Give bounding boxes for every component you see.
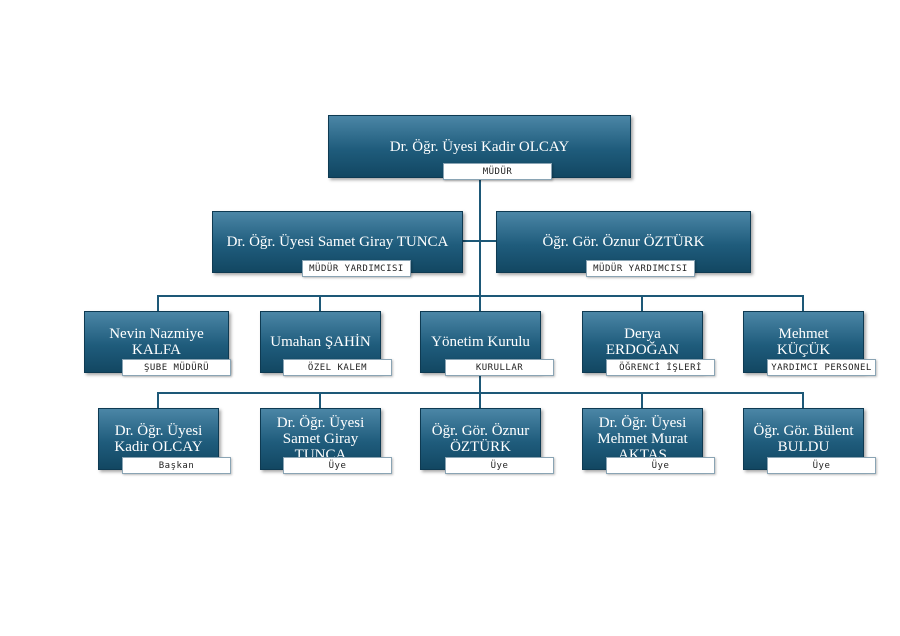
director-role: MÜDÜR — [443, 163, 552, 180]
connector-deputies — [462, 240, 496, 242]
board-role-4: Üye — [767, 457, 876, 474]
deputy-name-0: Dr. Öğr. Üyesi Samet Giray TUNCA — [226, 234, 449, 250]
board-name-2: Öğr. Gör. Öznur ÖZTÜRK — [431, 423, 530, 455]
board-name-4: Öğr. Gör. Bülent BULDU — [753, 423, 854, 455]
connector-unit-2 — [479, 295, 481, 311]
board-name-1: Dr. Öğr. Üyesi Samet Giray TUNCA — [276, 415, 365, 463]
director-box: Dr. Öğr. Üyesi Kadir OLCAY — [328, 115, 631, 178]
unit-name-3: Derya ERDOĞAN — [605, 326, 680, 358]
connector-trunk — [479, 178, 481, 390]
unit-role-3: ÖĞRENCİ İŞLERİ — [606, 359, 715, 376]
connector-board-3 — [641, 392, 643, 408]
deputy-name-1: Öğr. Gör. Öznur ÖZTÜRK — [542, 234, 705, 250]
connector-board-1 — [319, 392, 321, 408]
unit-name-4: Mehmet KÜÇÜK — [776, 326, 831, 358]
board-role-2: Üye — [445, 457, 554, 474]
connector-board-4 — [802, 392, 804, 408]
board-role-3: Üye — [606, 457, 715, 474]
board-role-0: Başkan — [122, 457, 231, 474]
unit-box-3: Derya ERDOĞAN — [582, 311, 703, 373]
unit-role-2: KURULLAR — [445, 359, 554, 376]
board-name-3: Dr. Öğr. Üyesi Mehmet Murat AKTAŞ — [597, 415, 688, 463]
unit-name-0: Nevin Nazmiye KALFA — [109, 326, 204, 358]
unit-name-2: Yönetim Kurulu — [431, 334, 530, 350]
connector-unit-4 — [802, 295, 804, 311]
connector-unit-1 — [319, 295, 321, 311]
deputy-role-1: MÜDÜR YARDIMCISI — [586, 260, 695, 277]
connector-unit-3 — [641, 295, 643, 311]
unit-name-1: Umahan ŞAHİN — [270, 334, 371, 350]
unit-role-1: ÖZEL KALEM — [283, 359, 392, 376]
connector-unit-0 — [157, 295, 159, 311]
connector-board-0 — [157, 392, 159, 408]
board-name-0: Dr. Öğr. Üyesi Kadir OLCAY — [114, 423, 203, 455]
connector-board-2 — [479, 378, 481, 408]
director-name: Dr. Öğr. Üyesi Kadir OLCAY — [389, 138, 570, 155]
board-role-1: Üye — [283, 457, 392, 474]
unit-role-4: YARDIMCI PERSONEL — [767, 359, 876, 376]
deputy-role-0: MÜDÜR YARDIMCISI — [302, 260, 411, 277]
unit-role-0: ŞUBE MÜDÜRÜ — [122, 359, 231, 376]
